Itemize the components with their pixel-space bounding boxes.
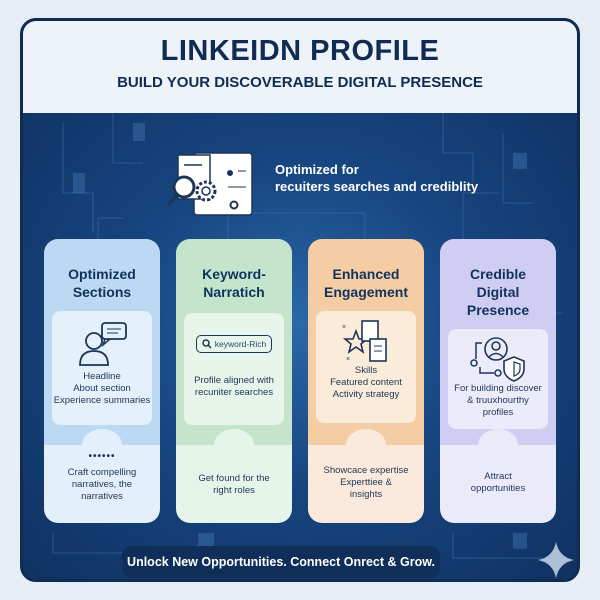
search-text: keyword-Rich [214,339,267,349]
card-content: ×× Skills Featured content Activity stra… [316,311,416,423]
item: Skills [354,365,378,376]
infographic-frame: LINKEIDN PROFILE BUILD YOUR DISCOVERABLE… [20,18,580,582]
person-speech-icon [79,322,127,366]
svg-text:×: × [342,324,346,331]
item: Activity strategy [332,389,400,400]
hero-line-2: recuiters searches and crediblity [275,179,479,194]
dots-divider: •••••• [88,451,116,462]
page-title: LINKEIDN PROFILE [160,35,440,67]
search-icon [202,339,212,349]
item: Experience summaries [53,395,151,406]
card-title: Keyword-Narratich [202,266,266,300]
document-search-gear-icon [166,152,253,216]
card-content: For building discover & truuxhourthy pro… [448,329,548,429]
card-content: Headline About section Experience summar… [52,311,152,425]
sparkle-icon [538,542,574,578]
item: profiles [482,407,514,418]
item: For building discover [454,383,542,394]
item: Headline [83,371,121,382]
item: & truuxhourthy [467,395,529,406]
header: LINKEIDN PROFILE BUILD YOUR DISCOVERABLE… [23,21,577,113]
item: Profile aligned with [194,375,274,386]
page-subtitle: BUILD YOUR DISCOVERABLE DIGITAL PRESENCE [117,74,483,91]
tagline-banner: Unlock New Opportunities. Connect Onrect… [122,546,440,578]
star-documents-icon: ×× [342,320,387,363]
main-panel: Optimized for recuiters searches and cre… [23,113,577,579]
card-content: keyword-Rich Profile aligned with recuni… [184,313,284,425]
card-keyword-rich: Keyword-Narratich keyword-Rich Profile a… [176,239,292,523]
item: recuniter searches [194,387,274,398]
hero-line-1: Optimized for [275,162,359,177]
profile-shield-icon [470,337,525,382]
svg-text:×: × [346,356,350,363]
item: About section [73,383,131,394]
keyword-search-box: keyword-Rich [195,335,273,353]
hero-caption: Optimized for recuiters searches and cre… [275,161,478,195]
item: Featured content [330,377,402,388]
